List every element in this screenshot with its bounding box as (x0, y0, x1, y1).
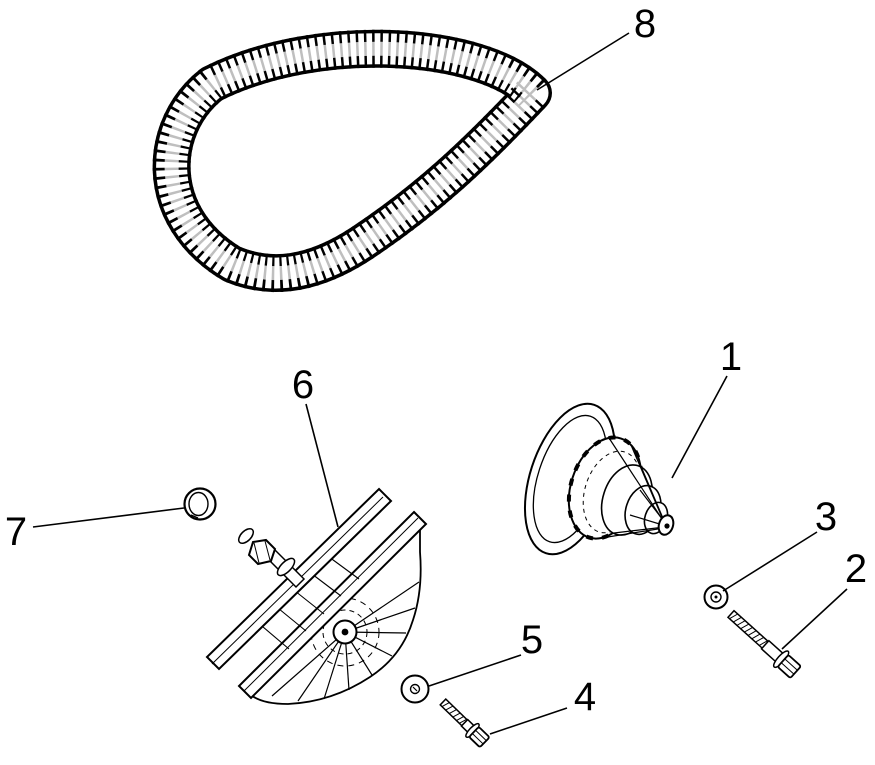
callout-leader-3 (722, 531, 818, 592)
rear-sheave-disc (237, 510, 428, 700)
callout-label-1: 1 (720, 335, 742, 379)
callout-label-5: 5 (521, 618, 543, 662)
clutch-shaft-center (664, 523, 670, 529)
nut-center (714, 595, 718, 599)
clutch-spider-ring-inner (322, 609, 368, 655)
bolt-head-facets (780, 658, 798, 675)
clutch-shaft-tip (237, 527, 255, 545)
cap-notch (190, 514, 199, 519)
short-hex-bolt (439, 698, 490, 748)
bolt-hex-head (468, 726, 490, 748)
cap-plug (183, 487, 217, 521)
callout-leader-8 (536, 32, 630, 91)
flange-nut (703, 584, 729, 610)
clutch-hub-center (341, 628, 349, 636)
callout-leader-6 (305, 403, 339, 528)
callout-label-7: 7 (5, 510, 27, 554)
hex-nut-facets (253, 540, 271, 564)
driven-clutch (523, 402, 675, 556)
clutch-shaft-flange (276, 557, 296, 577)
bolt-threads (441, 702, 467, 724)
callout-leader-7 (32, 507, 185, 528)
bolt-threads (729, 613, 768, 646)
rear-sheave-edge-line (243, 517, 419, 692)
cap-inner (188, 491, 209, 517)
belt-center-stripe (164, 41, 540, 280)
washer (400, 674, 430, 704)
callout-leader-5 (428, 654, 522, 687)
callout-leader-1 (671, 375, 728, 479)
callout-leader-4 (489, 707, 568, 735)
long-hex-bolt (726, 609, 802, 679)
callout-label-4: 4 (574, 675, 596, 719)
callout-label-2: 2 (845, 547, 867, 591)
callout-leader-2 (781, 588, 848, 650)
bolt-thread-shank (439, 698, 469, 727)
callout-label-3: 3 (815, 495, 837, 539)
clutch-hex-nut (247, 538, 277, 566)
callout-label-8: 8 (634, 2, 656, 46)
callout-label-6: 6 (292, 363, 314, 407)
drive-belt (152, 29, 552, 292)
drive-clutch (205, 487, 428, 705)
washer-mark (412, 686, 418, 692)
bolt-head-facets (471, 729, 487, 745)
bolt-hex-head (777, 654, 802, 679)
